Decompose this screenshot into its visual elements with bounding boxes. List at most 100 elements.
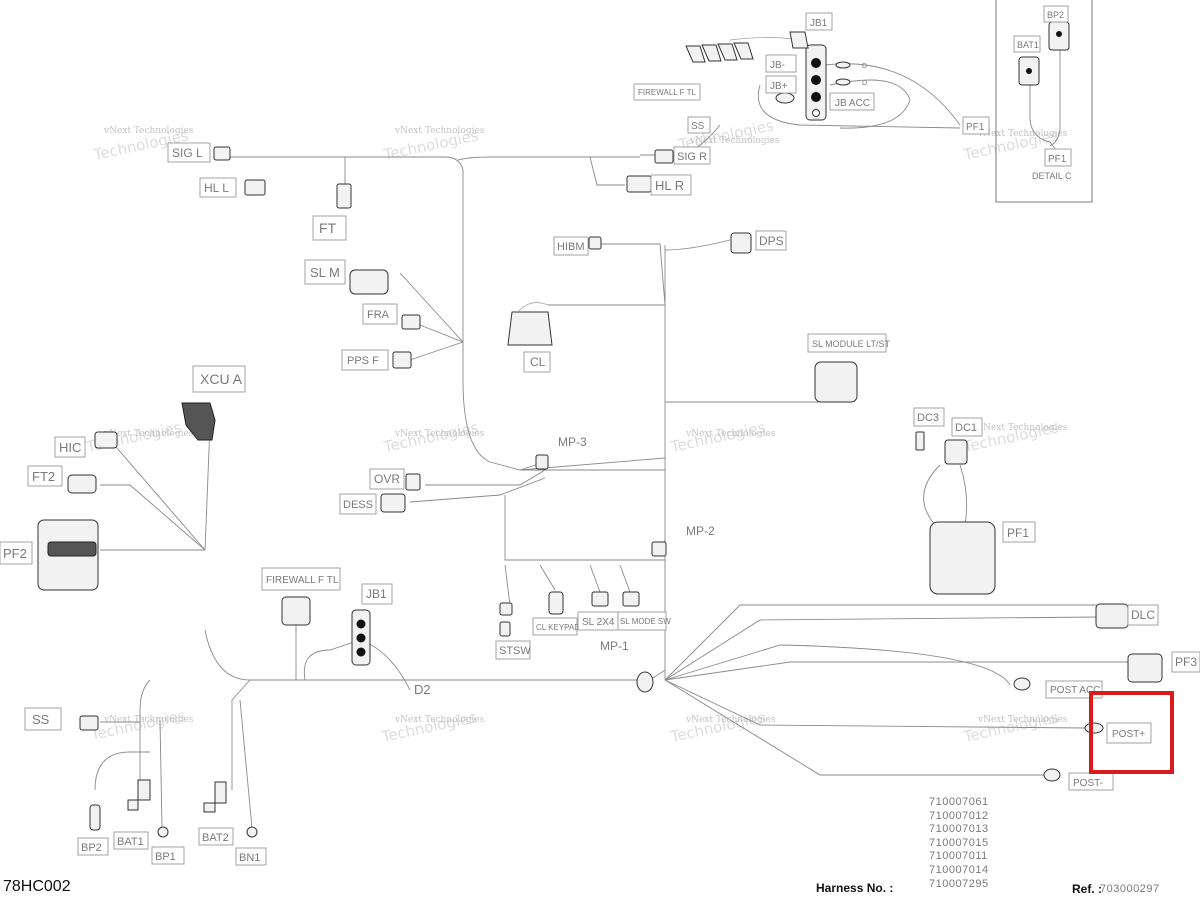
label-hl-r: HL R <box>655 178 684 193</box>
harness-number: 710007295 <box>929 877 989 890</box>
detail-c-label: DETAIL C <box>1032 171 1072 181</box>
ss-bottom-connector <box>79 715 99 731</box>
label-ft2: FT2 <box>32 469 55 484</box>
watermarks: Technologies vNext Technologies Technolo… <box>84 116 1068 746</box>
label-jb-plus: JB+ <box>770 81 788 92</box>
label-ss-bottom: SS <box>32 712 50 727</box>
label-sl-module: SL MODULE LT/ST <box>812 339 891 349</box>
fra-connector <box>401 314 421 330</box>
sig-r-connector <box>654 149 674 164</box>
label-bn1: BN1 <box>239 852 260 864</box>
watermark-text: vNext Technologies <box>689 136 780 146</box>
label-xcu-a: XCU A <box>200 371 243 387</box>
label-dc1: DC1 <box>955 422 977 434</box>
label-post-minus: POST- <box>1073 778 1103 789</box>
label-jb-acc: JB ACC <box>835 98 870 109</box>
ft-connector <box>336 183 352 209</box>
mp2-connector <box>651 541 667 557</box>
label-jb-minus: JB- <box>770 60 785 71</box>
ft2-connector <box>67 474 97 494</box>
label-bp2-top: BP2 <box>1047 10 1064 20</box>
xcu-a-connector <box>181 402 216 441</box>
watermark-technologies: Technologies <box>88 706 187 744</box>
watermark-text: vNext Technologies <box>103 715 194 725</box>
mp1-connector <box>636 671 654 693</box>
pf3-connector <box>1127 653 1163 683</box>
label-pps-f: PPS F <box>347 355 379 367</box>
label-jb1-top: JB1 <box>810 18 828 29</box>
bp2-terminal-bottom <box>89 804 101 831</box>
label-ovr: OVR <box>374 472 400 486</box>
connector-labels: JB1 JB- JB+ JB ACC D D FIREWALL F TL SS … <box>0 5 1200 866</box>
label-mp1: MP-1 <box>600 639 629 653</box>
bat2-terminal <box>203 781 227 813</box>
dc3-connector <box>915 431 925 451</box>
label-dps: DPS <box>759 234 784 248</box>
label-pf1-top: PF1 <box>966 122 985 133</box>
sl-module-connector <box>814 361 858 403</box>
post-minus-terminal <box>1043 768 1061 782</box>
label-dlc: DLC <box>1131 608 1155 622</box>
pps-f-connector <box>392 351 412 369</box>
ref-label: Ref. : <box>1072 882 1102 896</box>
harness-number: 710007013 <box>929 823 989 836</box>
label-hic: HIC <box>59 440 81 455</box>
label-pf1-mid: PF1 <box>1007 526 1029 540</box>
watermark-text: vNext Technologies <box>977 423 1068 433</box>
cl-connector <box>507 311 553 346</box>
diagram-code: 78HC002 <box>3 878 71 895</box>
watermark-text: vNext Technologies <box>103 429 194 439</box>
hic-connector <box>94 431 118 449</box>
dc1-connector <box>944 439 968 465</box>
jb-wire-connectors <box>685 31 809 63</box>
ovr-connector <box>405 473 421 491</box>
bn1-terminal <box>246 826 258 838</box>
label-hibm: HIBM <box>557 241 585 253</box>
connector-shapes <box>37 31 1163 838</box>
label-cl: CL <box>530 355 546 369</box>
label-jb1-bottom: JB1 <box>366 587 387 601</box>
sl-m-connector <box>349 269 389 295</box>
label-bp1: BP1 <box>155 851 176 863</box>
label-ft: FT <box>319 220 337 236</box>
harness-number: 710007015 <box>929 836 989 849</box>
watermark-text: vNext Technologies <box>103 126 194 136</box>
label-post-acc: POST ACC <box>1050 685 1100 696</box>
ref-value: 703000297 <box>1100 883 1160 895</box>
label-sl-2x4: SL 2X4 <box>582 617 615 628</box>
hl-r-connector <box>626 175 652 193</box>
watermark-text: vNext Technologies <box>977 715 1068 725</box>
label-d2: D <box>862 80 867 87</box>
label-fra: FRA <box>367 309 390 321</box>
harness-number: 710007061 <box>929 796 989 808</box>
firewall-connector <box>281 596 311 626</box>
label-d2-bottom: D2 <box>414 682 431 697</box>
post-plus-terminal <box>1084 722 1104 734</box>
label-sl-m: SL M <box>310 265 340 280</box>
watermark-technologies: Technologies <box>379 708 478 746</box>
harness-number: 710007011 <box>929 850 988 863</box>
post-acc-terminal <box>1013 677 1031 691</box>
dlc-connector <box>1095 603 1129 629</box>
label-dess: DESS <box>343 499 373 511</box>
label-mp2: MP-2 <box>686 524 715 538</box>
pf1-connector <box>929 521 996 595</box>
detail-c-frame: DETAIL C <box>995 0 1093 203</box>
label-hl-l: HL L <box>204 181 229 195</box>
watermark-text: vNext Technologies <box>394 126 485 136</box>
label-stsw: STSW <box>499 645 531 657</box>
bat1-terminal-bottom <box>127 779 151 811</box>
label-dc3: DC3 <box>917 412 939 424</box>
label-bat1-top: BAT1 <box>1017 40 1039 50</box>
post-plus-highlight <box>1089 691 1174 774</box>
hibm-connector <box>588 236 602 250</box>
label-d1: D <box>862 63 867 70</box>
hl-l-connector <box>244 179 266 196</box>
label-sig-l: SIG L <box>172 146 203 160</box>
label-mp3: MP-3 <box>558 435 587 449</box>
sl-2x4-connector <box>591 591 609 607</box>
label-firewall-bottom: FIREWALL F TL <box>266 575 339 586</box>
dps-connector <box>730 232 752 254</box>
mp3-connector <box>535 454 549 470</box>
